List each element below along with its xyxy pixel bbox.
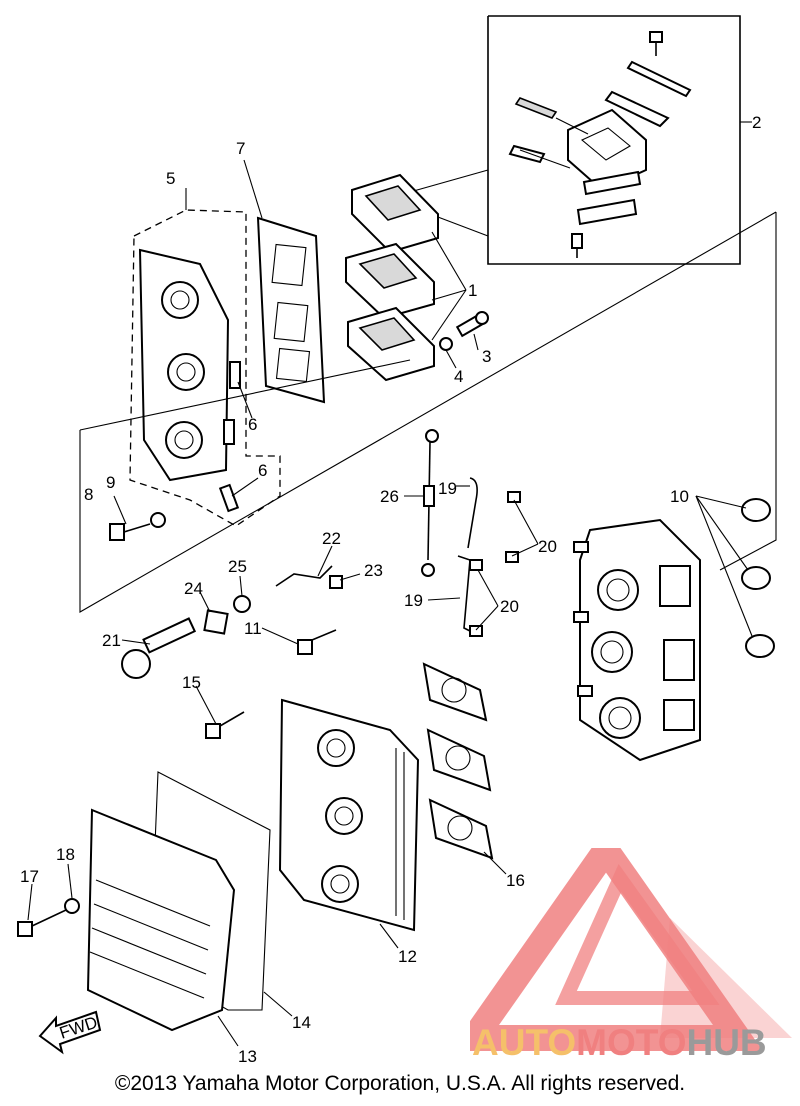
bolt-8 <box>109 523 151 541</box>
grommet-24 <box>203 609 229 635</box>
watermark-text: AUTOMOTOHUB <box>472 1022 767 1064</box>
callout-14: 14 <box>292 1013 311 1032</box>
watermark-text-moto: MOTO <box>576 1022 687 1063</box>
silencer-cover-13 <box>86 808 236 1032</box>
callout-11: 11 <box>244 619 262 638</box>
watermark-text-hub: HUB <box>686 1022 767 1063</box>
callout-20b: 20 <box>500 597 519 616</box>
callout-9: 9 <box>106 473 115 492</box>
callout-20a: 20 <box>538 537 557 556</box>
copyright-notice: ©2013 Yamaha Motor Corporation, U.S.A. A… <box>114 1072 686 1095</box>
carburetor-assembly <box>573 518 701 762</box>
callout-22: 22 <box>322 529 341 548</box>
plate-25 <box>233 595 251 613</box>
link-rod-26 <box>421 429 439 577</box>
intake-manifold-5 <box>129 209 281 527</box>
leader-1-box-a <box>409 169 489 193</box>
watermark-logo <box>470 848 792 1051</box>
callout-19a: 19 <box>438 479 457 498</box>
callout-15: 15 <box>182 673 201 692</box>
hose-clamps-10 <box>695 495 775 658</box>
leader-1-box-b <box>429 213 489 237</box>
callout-16: 16 <box>506 871 525 890</box>
callout-7: 7 <box>236 139 245 158</box>
callout-13: 13 <box>238 1047 257 1066</box>
frame-line-a <box>79 359 411 431</box>
gasket-16 <box>422 662 494 860</box>
callout-2: 2 <box>752 113 761 132</box>
callout-1: 1 <box>468 281 477 300</box>
callout-8: 8 <box>84 485 93 504</box>
bolt-17 <box>17 909 67 937</box>
fuel-hoses-19 <box>457 477 478 633</box>
washer-4 <box>439 337 453 351</box>
callout-3: 3 <box>482 347 491 366</box>
callout-23: 23 <box>364 561 383 580</box>
callout-26: 26 <box>380 487 399 506</box>
bolt-11 <box>297 629 337 655</box>
callout-leaders <box>27 159 539 1047</box>
callout-25: 25 <box>228 557 247 576</box>
callout-4: 4 <box>454 367 463 386</box>
frame-line-c <box>719 212 777 571</box>
hose-clips-20 <box>469 491 521 637</box>
callout-21: 21 <box>102 631 121 650</box>
callout-17: 17 <box>20 867 39 886</box>
silencer-body-12 <box>278 698 420 932</box>
callout-19b: 19 <box>404 591 423 610</box>
choke-knob-21 <box>121 617 197 679</box>
reed-valve-detail-box <box>487 15 752 265</box>
callout-10: 10 <box>670 487 689 506</box>
callout-5: 5 <box>166 169 175 188</box>
washer-18 <box>64 898 80 914</box>
wire-22 <box>275 565 333 587</box>
gasket-7 <box>256 216 326 404</box>
callout-6a: 6 <box>248 415 257 434</box>
clip-23 <box>329 575 343 589</box>
callout-18: 18 <box>56 845 75 864</box>
screw-3 <box>455 311 489 338</box>
watermark-text-auto: AUTO <box>472 1022 577 1063</box>
fwd-arrow-icon: FWD <box>38 1010 102 1055</box>
frame-line-b <box>79 211 777 613</box>
reed-valve-blocks <box>345 173 467 382</box>
callout-6b: 6 <box>258 461 267 480</box>
callout-labels: 1 2 3 4 5 6 6 7 8 9 10 11 12 13 14 15 16… <box>20 113 761 1066</box>
washer-9 <box>150 512 166 528</box>
callout-24: 24 <box>184 579 203 598</box>
bolt-15 <box>205 711 245 739</box>
callout-12: 12 <box>398 947 417 966</box>
